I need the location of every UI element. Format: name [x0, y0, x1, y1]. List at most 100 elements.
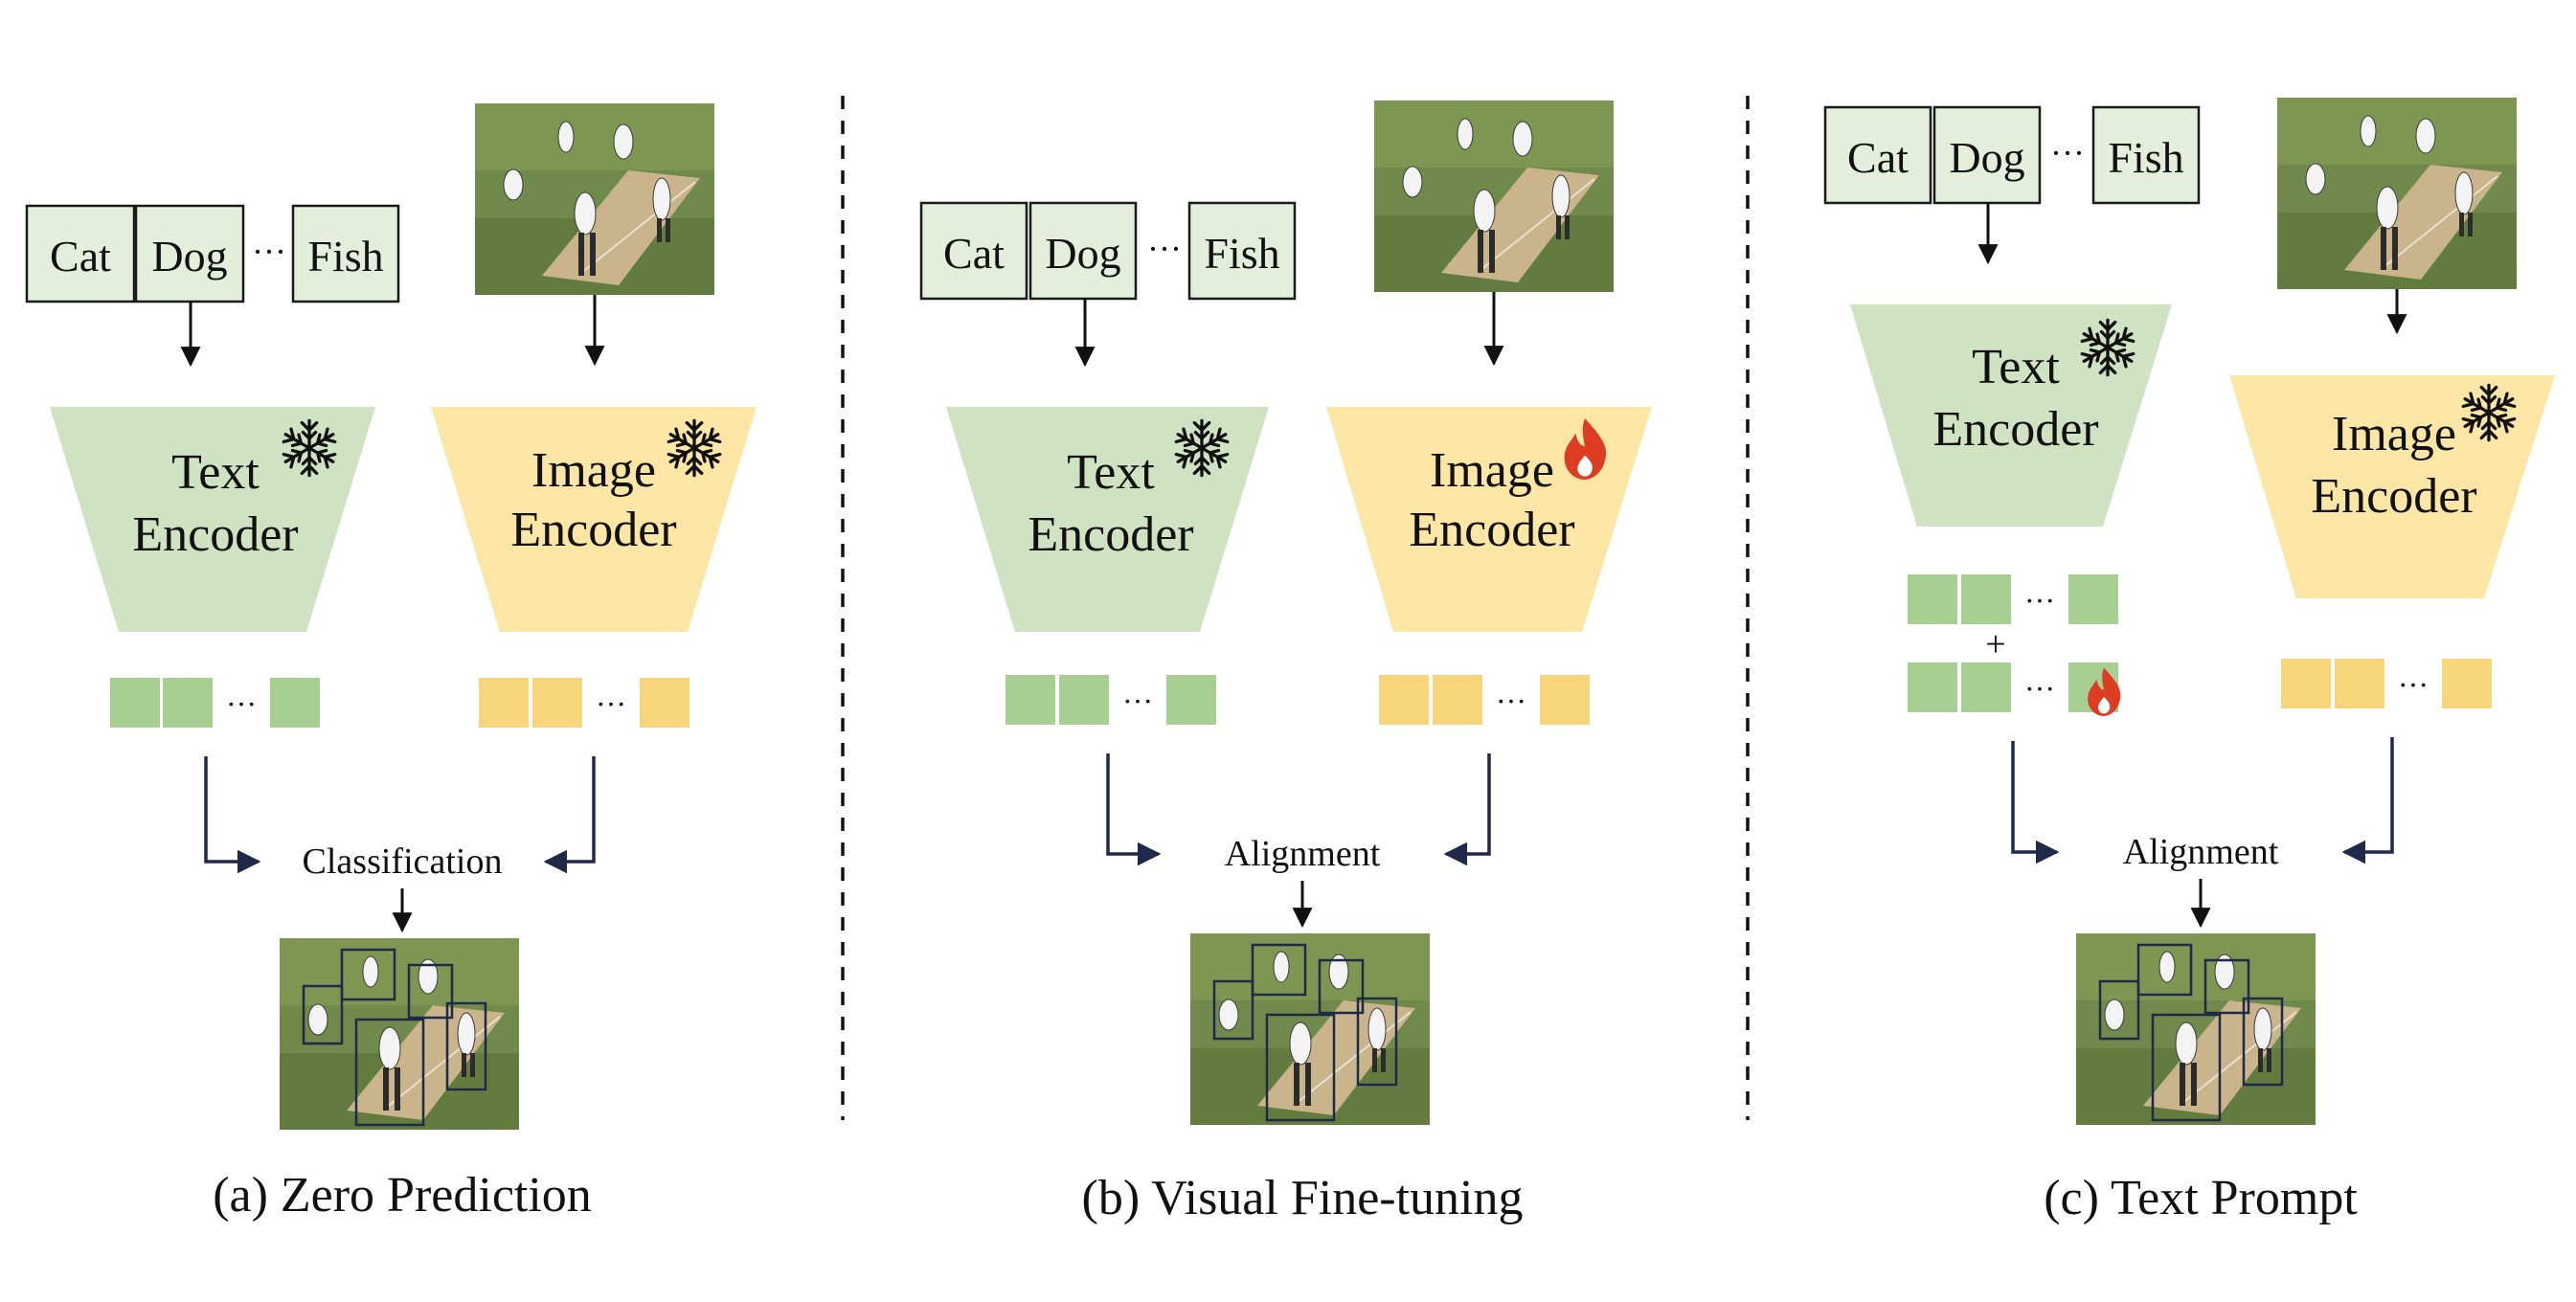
image-feature-token — [1433, 675, 1482, 725]
feature-ellipsis: ··· — [596, 686, 626, 721]
feature-merge-arrow — [204, 756, 261, 874]
detection-box — [2242, 997, 2284, 1087]
label-ellipsis: ··· — [252, 233, 286, 271]
text-encoder-block — [50, 407, 375, 632]
text-feature-token — [270, 678, 320, 728]
text-encoder-label: Encoder — [132, 507, 298, 562]
label-ellipsis: ··· — [1147, 230, 1182, 268]
feature-ellipsis: ··· — [1496, 684, 1526, 718]
text-feature-token — [1006, 675, 1055, 725]
class-label-text: Dog — [151, 232, 227, 281]
class-label-text: Fish — [2108, 133, 2183, 182]
detection-box — [1318, 958, 1365, 1015]
class-label-text: Fish — [1204, 229, 1279, 278]
image-feature-token — [532, 678, 582, 728]
prompt-feature-token — [1961, 662, 2011, 712]
text-feature-token — [1166, 675, 1216, 725]
class-label-text: Cat — [50, 232, 111, 281]
detection-box — [445, 1001, 487, 1091]
detection-box — [2151, 1013, 2222, 1122]
text-encoder-block — [946, 407, 1269, 632]
panel-caption: (c) Text Prompt — [2044, 1171, 2358, 1225]
text-encoder-label: Text — [171, 445, 260, 500]
text-feature-token — [163, 678, 213, 728]
text-feature-token — [1059, 675, 1109, 725]
detection-box — [1356, 997, 1398, 1087]
text-feature-token — [1961, 574, 2011, 624]
image-encoder-label: Encoder — [1409, 503, 1574, 557]
class-label-box — [1823, 105, 1932, 205]
detection-box — [407, 963, 454, 1020]
cricket-output-image — [2076, 933, 2316, 1125]
operation-label: Alignment — [1225, 834, 1381, 874]
text-feature-token — [2068, 574, 2118, 624]
text-encoder-label: Encoder — [1932, 402, 2098, 457]
class-label-box — [1187, 201, 1297, 301]
feature-ellipsis: ··· — [1122, 684, 1153, 718]
cricket-input-image — [1374, 101, 1614, 292]
class-label-box — [919, 201, 1028, 301]
image-feature-token — [479, 678, 529, 728]
cricket-output-image — [1190, 933, 1430, 1125]
class-label-box — [291, 204, 400, 303]
class-label-text: Cat — [1847, 133, 1909, 182]
class-label-text: Dog — [1045, 229, 1120, 278]
detection-box — [2203, 958, 2250, 1015]
image-encoder-label: Image — [1430, 443, 1554, 498]
operation-label: Alignment — [2123, 832, 2279, 872]
detection-box — [2136, 943, 2193, 997]
text-encoder-label: Text — [1972, 340, 2060, 394]
image-encoder-block — [2229, 375, 2555, 598]
feature-ellipsis: ··· — [2398, 667, 2429, 702]
image-encoder-label: Encoder — [510, 503, 676, 557]
detection-box — [1251, 943, 1307, 997]
image-feature-token — [640, 678, 689, 728]
image-feature-token — [2335, 659, 2384, 708]
prompt-feature-token — [1908, 662, 1957, 712]
class-label-box — [1932, 105, 2042, 205]
detection-box — [354, 1018, 425, 1127]
cricket-output-image — [280, 938, 519, 1130]
detection-box — [1265, 1013, 1336, 1122]
class-label-box — [134, 204, 245, 303]
class-label-box — [25, 204, 136, 303]
detection-box — [2098, 979, 2140, 1041]
feature-ellipsis: ··· — [2024, 671, 2055, 706]
text-feature-token — [110, 678, 160, 728]
text-encoder-label: Encoder — [1028, 507, 1193, 562]
class-label-text: Dog — [1949, 133, 2024, 182]
text-feature-token — [1908, 574, 1957, 624]
operation-label: Classification — [303, 842, 503, 882]
plus-sign: + — [1985, 624, 2005, 664]
image-feature-token — [2442, 659, 2492, 708]
feature-merge-arrow — [1106, 753, 1162, 866]
class-label-text: Cat — [943, 229, 1005, 278]
class-label-box — [1028, 201, 1138, 301]
label-ellipsis: ··· — [2050, 134, 2085, 172]
feature-merge-arrow — [2011, 741, 2060, 864]
feature-ellipsis: ··· — [226, 686, 257, 721]
image-encoder-label: Image — [2332, 407, 2456, 461]
class-label-box — [2091, 105, 2201, 205]
feature-ellipsis: ··· — [2024, 583, 2055, 617]
panel-caption: (a) Zero Prediction — [213, 1168, 592, 1223]
class-label-text: Fish — [307, 232, 383, 281]
cricket-input-image — [2277, 98, 2517, 289]
feature-merge-arrow — [543, 756, 596, 874]
image-encoder-label: Image — [531, 443, 656, 498]
feature-merge-arrow — [2341, 737, 2394, 864]
cricket-input-image — [475, 103, 714, 295]
panel-caption: (b) Visual Fine-tuning — [1082, 1171, 1524, 1225]
image-encoder-block — [431, 407, 757, 632]
detection-box — [1212, 979, 1254, 1041]
detection-box — [340, 948, 396, 1001]
image-encoder-label: Encoder — [2311, 469, 2476, 524]
image-feature-token — [1379, 675, 1429, 725]
feature-merge-arrow — [1443, 753, 1491, 866]
image-feature-token — [2281, 659, 2331, 708]
